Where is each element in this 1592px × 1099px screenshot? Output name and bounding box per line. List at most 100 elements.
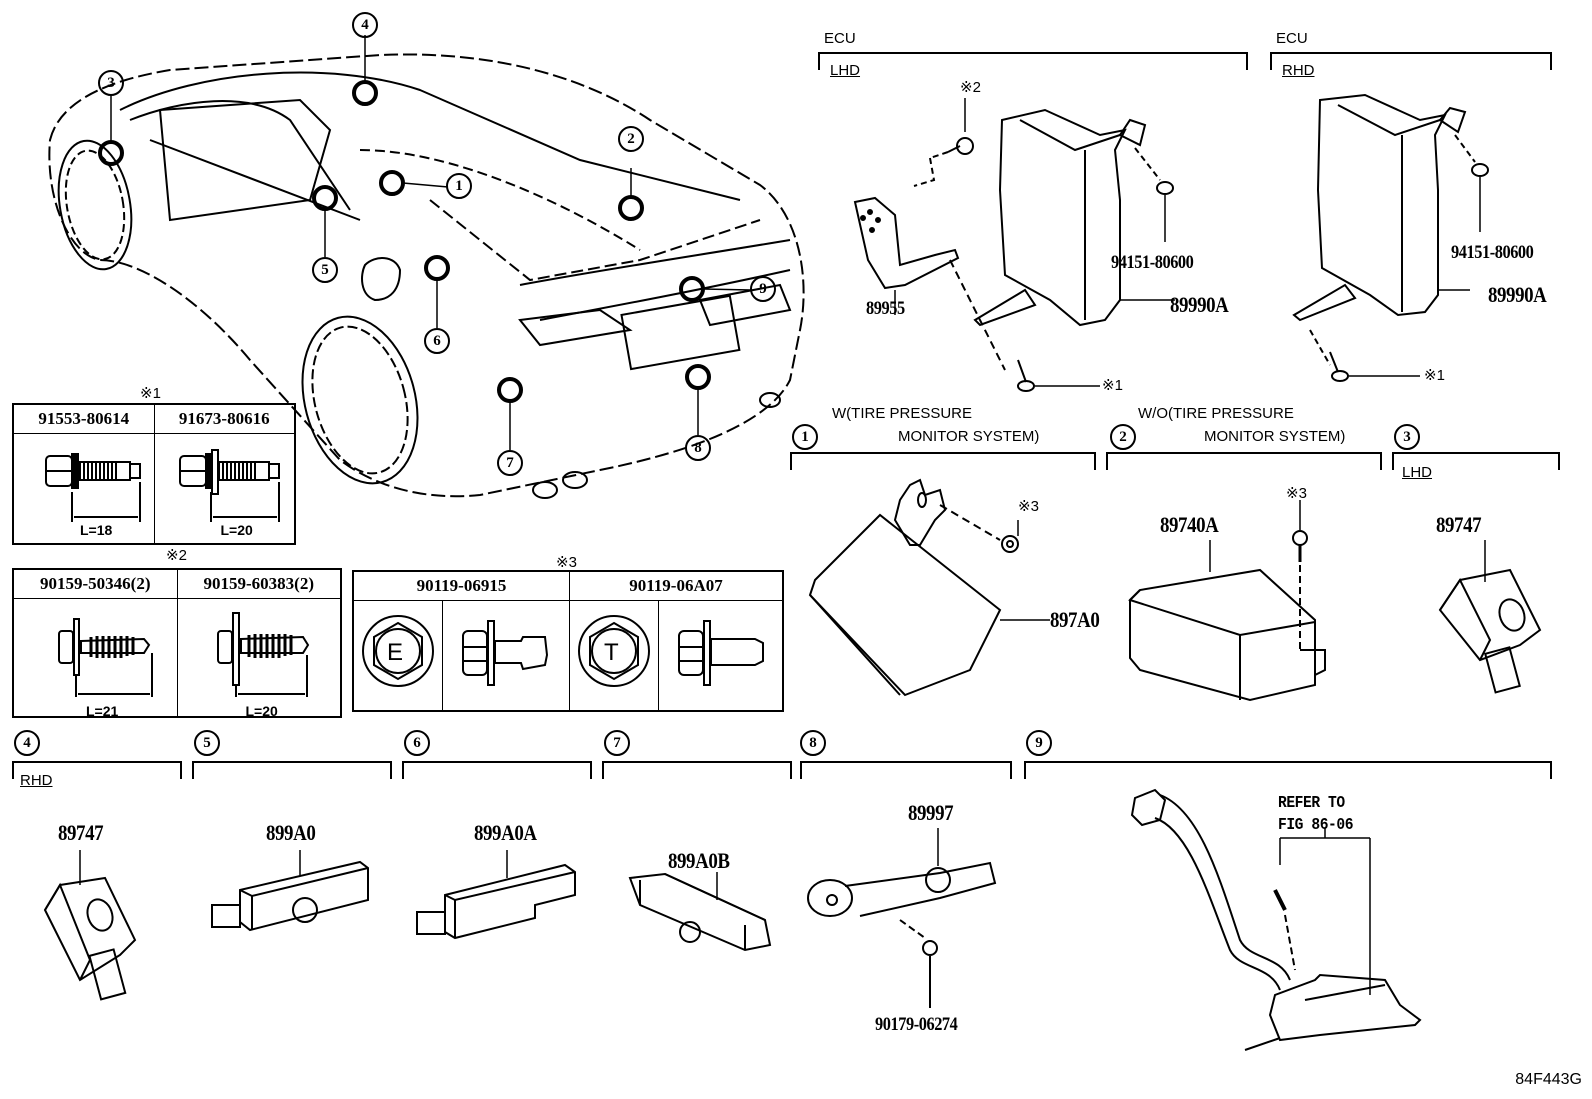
overview-callout-9: 9 [750,276,776,302]
fastener-note-3-marker: ※3 [556,554,577,571]
fastener-part-91673-80616: 91673-80616 [153,403,296,434]
part-number-94151-80600-lhd: 94151-80600 [1111,252,1194,273]
length-label: L=18 [80,522,113,538]
section-3-bracket [1392,452,1560,470]
tpms-receiver-2-drawing [1128,500,1326,702]
refer-to-line1: REFER TO [1278,794,1345,813]
sensor-89747-lhd-drawing [1438,540,1542,694]
section-3-number: 3 [1394,424,1420,450]
section-8-number: 8 [800,730,826,756]
flange-bolt-washer-icon [178,449,280,522]
location-marker-8 [685,364,711,390]
section-7-number: 7 [604,730,630,756]
fastener-cell: L=20 [176,598,342,719]
part-number-89990A-lhd: 89990A [1170,292,1229,317]
fastener-note-2-marker: ※2 [166,547,187,564]
flange-bolt-icon [45,453,141,522]
fastener-part-90119-06915: 90119-06915 [352,570,570,601]
bolt-head-top-view: T [569,600,659,712]
ecu-rhd-variant: RHD [1282,62,1315,79]
sensor-89747-rhd-drawing [43,850,137,1001]
ecu-rhd-bracket [1270,52,1552,70]
overview-callout-1: 1 [446,173,472,199]
antenna-899A0-drawing [211,850,369,932]
ecu-lhd-bracket [818,52,1248,70]
hex-bolt-icon [678,620,764,686]
location-marker-3 [98,140,124,166]
part-number-89955: 89955 [866,298,905,319]
bolt-side-view [442,600,570,712]
part-number-89740A: 89740A [1160,512,1219,537]
section-2-fastener: ※3 [1286,485,1307,502]
section-9-bracket [1024,761,1552,779]
overview-callout-8: 8 [685,435,711,461]
location-marker-6 [424,255,450,281]
section-6-bracket [402,761,592,779]
fastener-part-90159-60383: 90159-60383(2) [176,568,342,599]
bolt-head-top-view: E [352,600,443,712]
section-1-bracket [790,452,1096,470]
section-2-title-line1: W/O(TIRE PRESSURE [1138,405,1294,422]
fastener-part-91553-80614: 91553-80614 [12,403,155,434]
section-2-number: 2 [1110,424,1136,450]
fastener-table-1: 91553-80614 91673-80616 L=18 [12,403,296,545]
tapping-screw-washer-icon [216,612,309,697]
part-number-899A0: 899A0 [266,820,316,845]
receiver-897A0 [808,513,1002,697]
location-marker-7 [497,377,523,403]
head-mark-letter: T [604,639,619,666]
part-number-90179-06274: 90179-06274 [875,1014,958,1035]
antenna-899A0B-drawing [628,872,772,952]
fastener-cell: L=21 [12,598,178,719]
section-1-title-line2: MONITOR SYSTEM) [898,428,1040,445]
refer-to-fig-link[interactable]: FIG 86-06 [1278,816,1354,835]
car-body-outline [48,53,805,498]
overview-callout-3: 3 [98,70,124,96]
fastener-table-3: 90119-06915 90119-06A07 E [352,570,784,712]
section-5-number: 5 [194,730,220,756]
ecu-lhd-title: ECU [824,30,856,47]
section-4-bracket [12,761,182,779]
hex-head-mark-icon [362,615,434,687]
overview-callout-2: 2 [618,126,644,152]
antenna-899A0A-drawing [416,850,576,940]
antenna-harness-drawing [1130,788,1422,1051]
part-number-94151-80600-rhd: 94151-80600 [1451,242,1534,263]
ecu-box-89990A [1316,93,1447,317]
location-marker-4 [352,80,378,106]
section-4-number: 4 [14,730,40,756]
figure-code: 84F443G [1515,1071,1582,1088]
fastener-cell: L=18 [12,433,155,545]
ecu-lhd-fastener-top: ※2 [960,79,981,96]
part-number-899A0A: 899A0A [474,820,537,845]
location-marker-1 [379,170,405,196]
section-5-bracket [192,761,392,779]
section-3-variant: LHD [1402,464,1433,481]
receiver-89740A [1129,568,1316,702]
location-marker-2 [618,195,644,221]
length-label: L=20 [245,703,278,719]
overview-callout-6: 6 [424,328,450,354]
ecu-lhd-drawing [853,98,1175,392]
bracket-89955 [853,196,960,290]
section-1-number: 1 [792,424,818,450]
bolt-side-view [658,600,784,712]
part-number-899A0B: 899A0B [668,848,730,873]
fastener-part-90119-06A07: 90119-06A07 [569,570,784,601]
fastener-table-2: 90159-50346(2) 90159-60383(2) L=21 [12,568,342,719]
fastener-part-90159-50346: 90159-50346(2) [12,568,178,599]
vehicle-overview-drawing [48,35,805,499]
section-8-bracket [800,761,1012,779]
tapping-screw-icon [58,618,153,697]
sensor-89997-drawing [807,828,997,1008]
section-2-title-line2: MONITOR SYSTEM) [1204,428,1346,445]
length-label: L=20 [220,522,253,538]
section-9-number: 9 [1026,730,1052,756]
part-number-89747-rhd: 89747 [58,820,104,845]
tpms-receiver-drawing [808,478,1050,697]
section-6-number: 6 [404,730,430,756]
head-mark-letter: E [387,639,404,666]
ecu-lhd-variant: LHD [830,62,861,79]
part-number-897A0: 897A0 [1050,607,1100,632]
fastener-cell: L=20 [153,433,296,545]
